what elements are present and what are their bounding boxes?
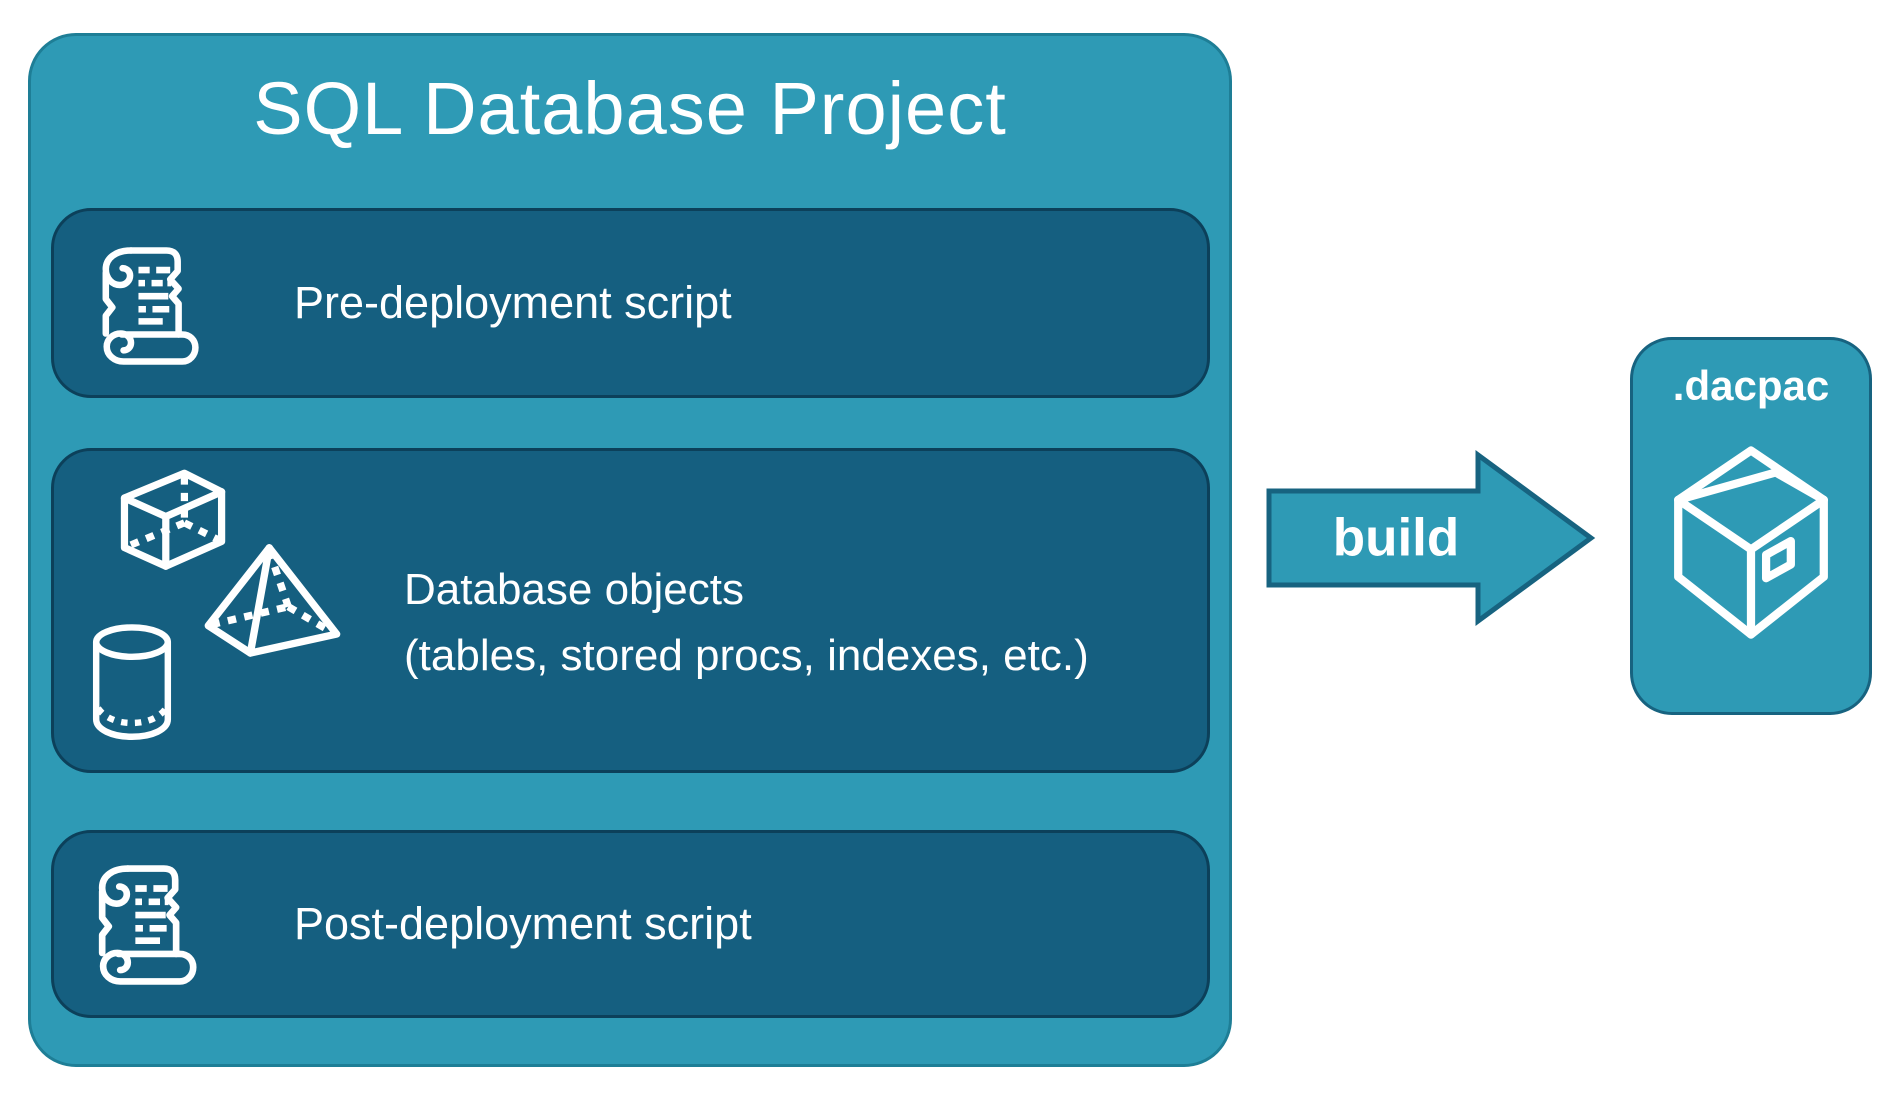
right-arrow-icon <box>1266 450 1596 626</box>
pre-deployment-item: Pre-deployment script <box>51 208 1210 398</box>
database-objects-item: Database objects (tables, stored procs, … <box>51 448 1210 773</box>
cube-icon <box>110 467 234 591</box>
post-deployment-label: Post-deployment script <box>294 898 752 949</box>
build-arrow: build <box>1266 450 1596 626</box>
page-title: SQL Database Project <box>253 67 1007 150</box>
build-arrow-label: build <box>1332 508 1460 568</box>
database-objects-label: Database objects (tables, stored procs, … <box>404 557 1089 689</box>
package-icon <box>1661 434 1841 640</box>
pre-deployment-label: Pre-deployment script <box>294 277 732 328</box>
cylinder-icon <box>82 621 182 745</box>
database-objects-line2: (tables, stored procs, indexes, etc.) <box>404 630 1089 680</box>
post-deployment-item: Post-deployment script <box>51 830 1210 1018</box>
scroll-icon <box>90 243 200 369</box>
scroll-icon <box>86 861 198 989</box>
pyramid-icon <box>202 541 344 663</box>
sql-database-project-box: SQL Database Project <box>28 33 1232 1067</box>
database-objects-line1: Database objects <box>404 564 744 614</box>
dacpac-box: .dacpac <box>1630 337 1872 715</box>
dacpac-label: .dacpac <box>1672 362 1830 409</box>
